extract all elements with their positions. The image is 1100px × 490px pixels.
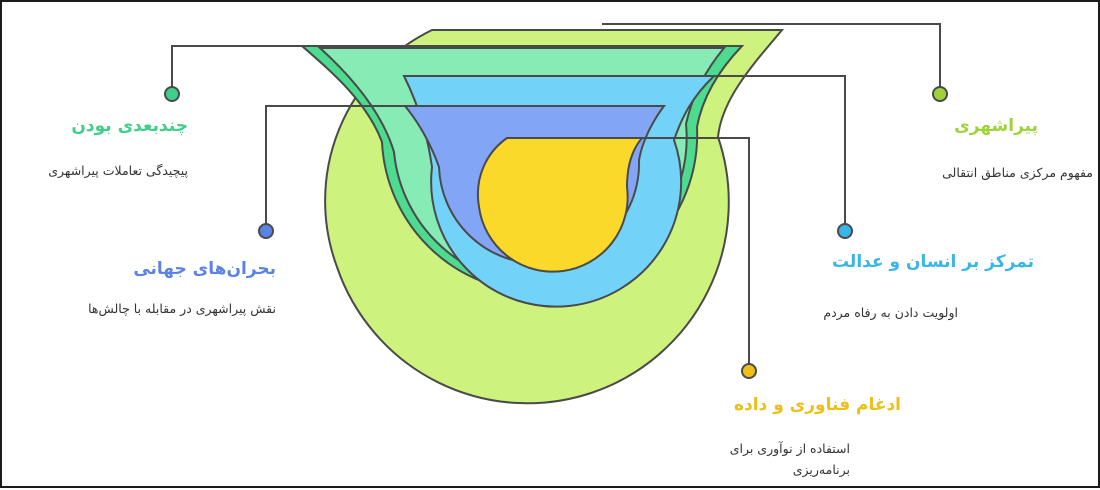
dot-multidimensional	[165, 87, 179, 101]
title-global-crises: بحران‌های جهانی	[133, 259, 276, 279]
desc-urbanism: مفهوم مرکزی مناطق انتقالی	[942, 162, 1093, 183]
desc-technology: استفاده از نوآوری برای برنامه‌ریزی	[700, 438, 850, 480]
dot-urbanism	[933, 87, 947, 101]
dot-technology	[742, 364, 756, 378]
desc-human-focus: اولویت دادن به رفاه مردم	[823, 302, 958, 323]
desc-global-crises: نقش پیراشهری در مقابله با چالش‌ها	[86, 298, 276, 319]
title-human-focus: تمرکز بر انسان و عدالت	[832, 252, 1034, 272]
desc-multidimensional: پیچیدگی تعاملات پیراشهری	[48, 160, 188, 181]
title-technology: ادغام فناوری و داده	[734, 395, 901, 415]
title-multidimensional: چندبعدی بودن	[71, 116, 188, 136]
dot-global-crises	[259, 224, 273, 238]
title-urbanism: پیراشهری	[954, 116, 1038, 136]
dot-human-focus	[838, 224, 852, 238]
